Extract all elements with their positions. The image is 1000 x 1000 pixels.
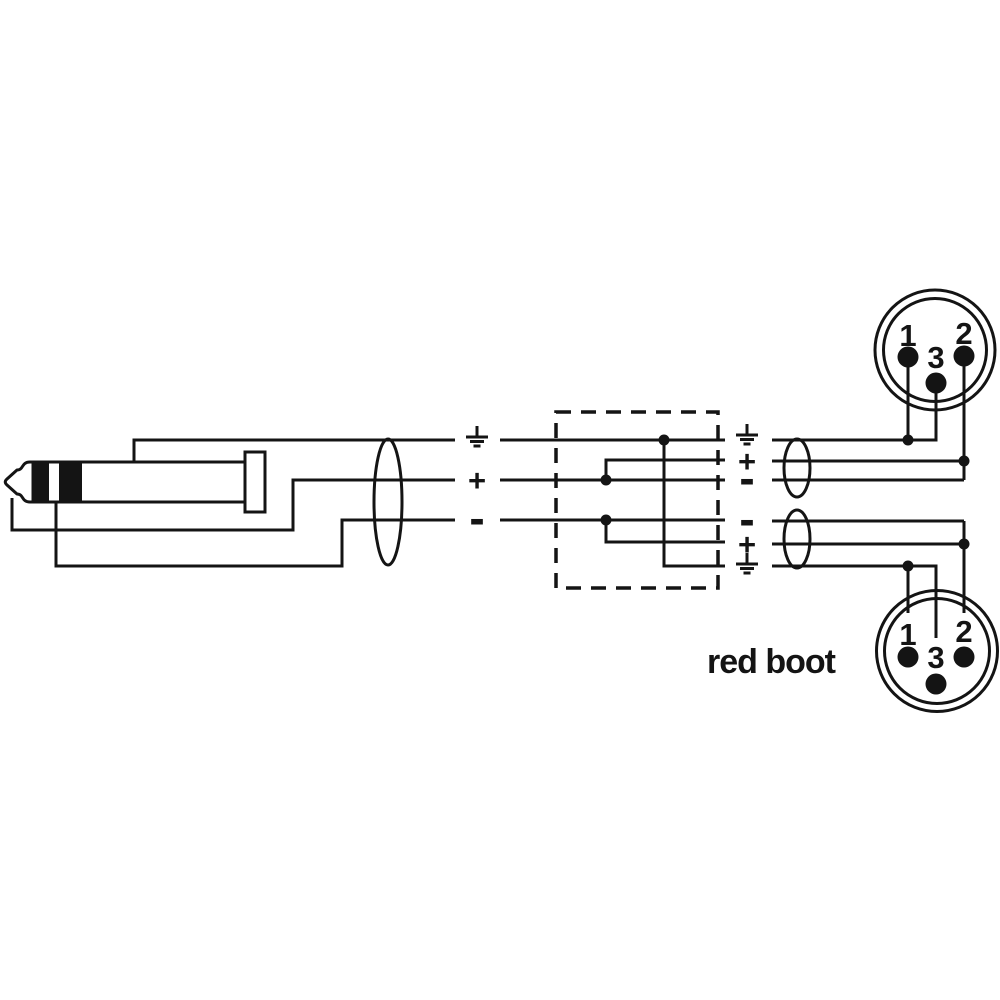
- wire-tip-plus: [10, 478, 455, 532]
- junction-dots: [600, 434, 970, 572]
- wire-branch-bottom-plus: [604, 520, 725, 544]
- xlr-top-minus-label: -: [739, 452, 754, 504]
- xlr-bottom-pin1-label: 1: [899, 617, 916, 652]
- junction-dot: [600, 474, 612, 486]
- xlr-bottom-minus-label: -: [739, 493, 754, 545]
- xlr-bottom-pin1: [897, 646, 919, 668]
- jack-tip: [3, 460, 35, 504]
- xlr-top-pin3: [925, 372, 947, 394]
- wire-branch-ground: [662, 440, 725, 568]
- wire-top-xlr-ground: [772, 383, 938, 442]
- xlr-top-pin1: [897, 346, 919, 368]
- xlr-top-pin3-label: 3: [927, 340, 944, 375]
- wire-sleeve-ground: [132, 438, 455, 462]
- junction-dot: [600, 514, 612, 526]
- xlr-bottom-pin3: [925, 673, 947, 695]
- junction-dot: [658, 434, 670, 446]
- wire-branch-top-plus: [604, 458, 725, 480]
- ground-icon: [466, 426, 488, 448]
- junction-box: [554, 410, 720, 590]
- jack-minus-label: -: [469, 492, 484, 544]
- wire-ring-minus: [54, 502, 455, 568]
- xlr-top-pin1-label: 1: [899, 318, 916, 353]
- cable-shield-top-right: [782, 437, 812, 499]
- cable-shield-bottom-right: [782, 508, 812, 570]
- wires: [10, 356, 966, 638]
- junction-dot: [958, 538, 970, 550]
- jack-ring-band-1: [32, 460, 49, 504]
- xlr-top-pin2: [953, 345, 975, 367]
- caption: red boot: [707, 643, 836, 681]
- junction-dot: [958, 455, 970, 467]
- xlr-bottom-pin2: [953, 646, 975, 668]
- junction-dot: [902, 560, 914, 572]
- jack-collar: [243, 450, 267, 514]
- xlr-top-pin2-label: 2: [955, 316, 972, 351]
- xlr-bottom-pins: [897, 646, 975, 695]
- junction-dot: [902, 434, 914, 446]
- jack-plus-label: +: [468, 463, 486, 498]
- xlr-bottom-pin3-label: 3: [927, 640, 944, 675]
- xlr-bottom-plus-label: +: [738, 527, 756, 562]
- xlr-top-pins: [897, 345, 975, 394]
- xlr-connector-bottom: [875, 589, 999, 713]
- wire-bottom-xlr-ground: [772, 564, 938, 638]
- ground-icon: [736, 553, 758, 575]
- ground-icon: [736, 424, 758, 446]
- jack-plug: [3, 450, 267, 514]
- xlr-bottom-pin2-label: 2: [955, 614, 972, 649]
- xlr-top-plus-label: +: [738, 444, 756, 479]
- jack-ring-band-2: [59, 460, 82, 504]
- cable-shield-left: [372, 437, 404, 567]
